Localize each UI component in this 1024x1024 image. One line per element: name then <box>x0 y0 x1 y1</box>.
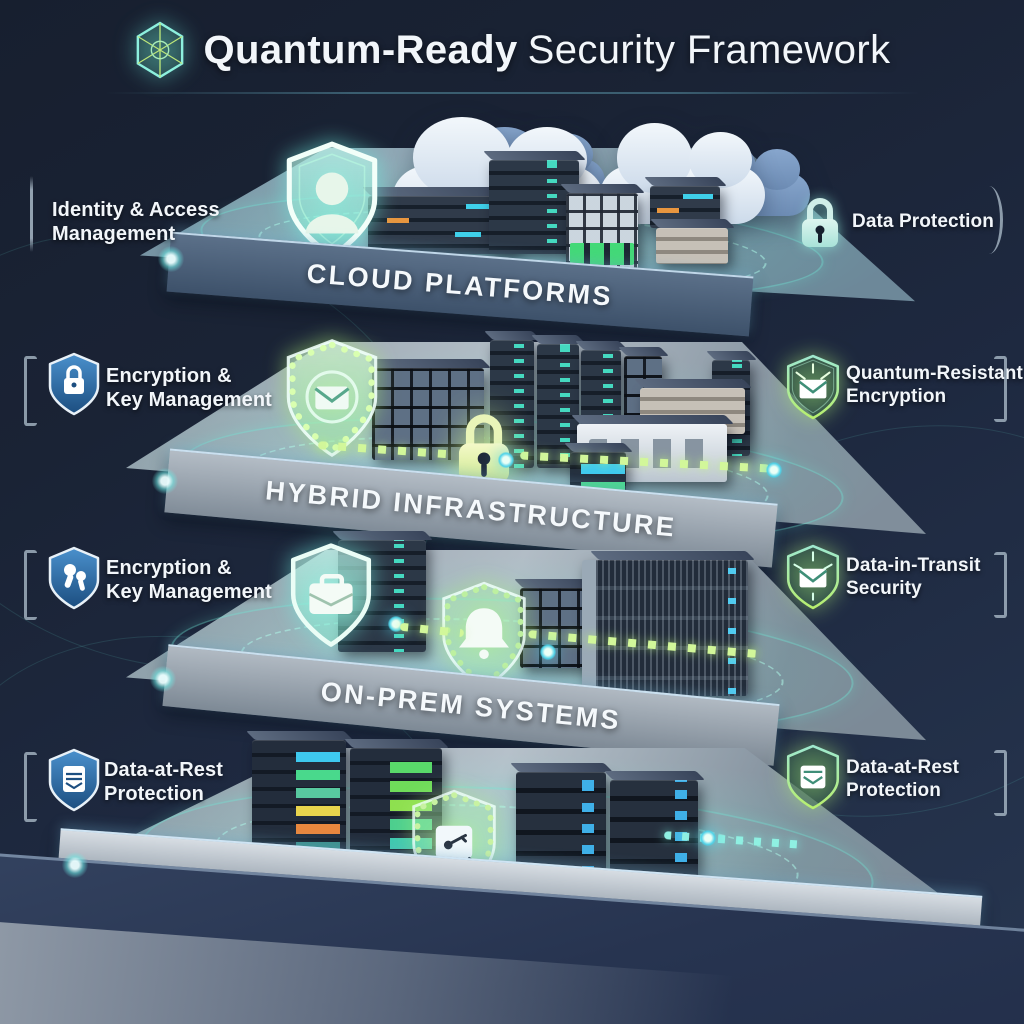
annotation-data-at-rest-left: Data-at-Rest Protection <box>104 759 224 806</box>
server-building-icon <box>566 193 638 269</box>
annotation-data-in-transit: Data-in-Transit Security <box>846 555 981 600</box>
shield-database-icon <box>48 748 100 812</box>
annotation-encryption-key-1: Encryption & Key Management <box>106 365 272 412</box>
server-grid-icon <box>520 588 592 668</box>
annotation-data-protection: Data Protection <box>852 211 994 232</box>
annotation-data-at-rest-right: Data-at-Rest Protection <box>846 757 960 802</box>
annotation-bracket-right-1 <box>986 186 1003 254</box>
shield-envelope-burst-icon <box>786 354 840 420</box>
annotation-encryption-key-2: Encryption & Key Management <box>106 557 272 604</box>
quantum-crystal-icon <box>136 21 183 79</box>
shield-briefcase-icon <box>290 543 372 647</box>
annotation-bracket-right-2 <box>994 356 1007 422</box>
platform-label-cloud: CLOUD PLATFORMS <box>305 257 615 312</box>
annotation-bracket-right-4 <box>994 750 1007 816</box>
annotation-bracket-left-4 <box>24 752 37 822</box>
glow-node <box>700 830 716 846</box>
edge-sparkle <box>150 666 176 692</box>
glow-node <box>498 452 514 468</box>
edge-sparkle <box>62 852 88 878</box>
annotation-bracket-left-1 <box>30 176 33 252</box>
annotation-bracket-right-3 <box>994 552 1007 618</box>
edge-sparkle <box>152 468 178 494</box>
padlock-icon <box>458 414 510 483</box>
server-rack-icon <box>489 160 579 254</box>
shield-keys-icon <box>48 546 100 610</box>
server-rack-large-icon <box>582 560 748 696</box>
server-rack-icon <box>656 228 728 264</box>
shield-envelope-database-icon <box>786 744 840 810</box>
page-title-regular: Security Framework <box>527 27 891 72</box>
page-title-bold: Quantum-Ready <box>203 27 518 72</box>
glow-node <box>540 644 556 660</box>
shield-user-icon <box>286 141 378 259</box>
padlock-icon <box>802 198 838 247</box>
shield-envelope-transit-icon <box>786 544 840 610</box>
shield-envelope-icon <box>286 339 378 457</box>
annotation-quantum-resistant: Quantum-Resistant Encryption <box>846 363 1023 408</box>
shield-bell-icon <box>442 581 526 691</box>
edge-sparkle <box>158 246 184 272</box>
annotation-identity-access: Identity & Access Management <box>52 199 220 246</box>
glow-node <box>766 462 782 478</box>
shield-key-icon <box>48 352 100 416</box>
header-divider <box>105 92 920 94</box>
annotation-bracket-left-3 <box>24 550 37 620</box>
annotation-bracket-left-2 <box>24 356 37 426</box>
